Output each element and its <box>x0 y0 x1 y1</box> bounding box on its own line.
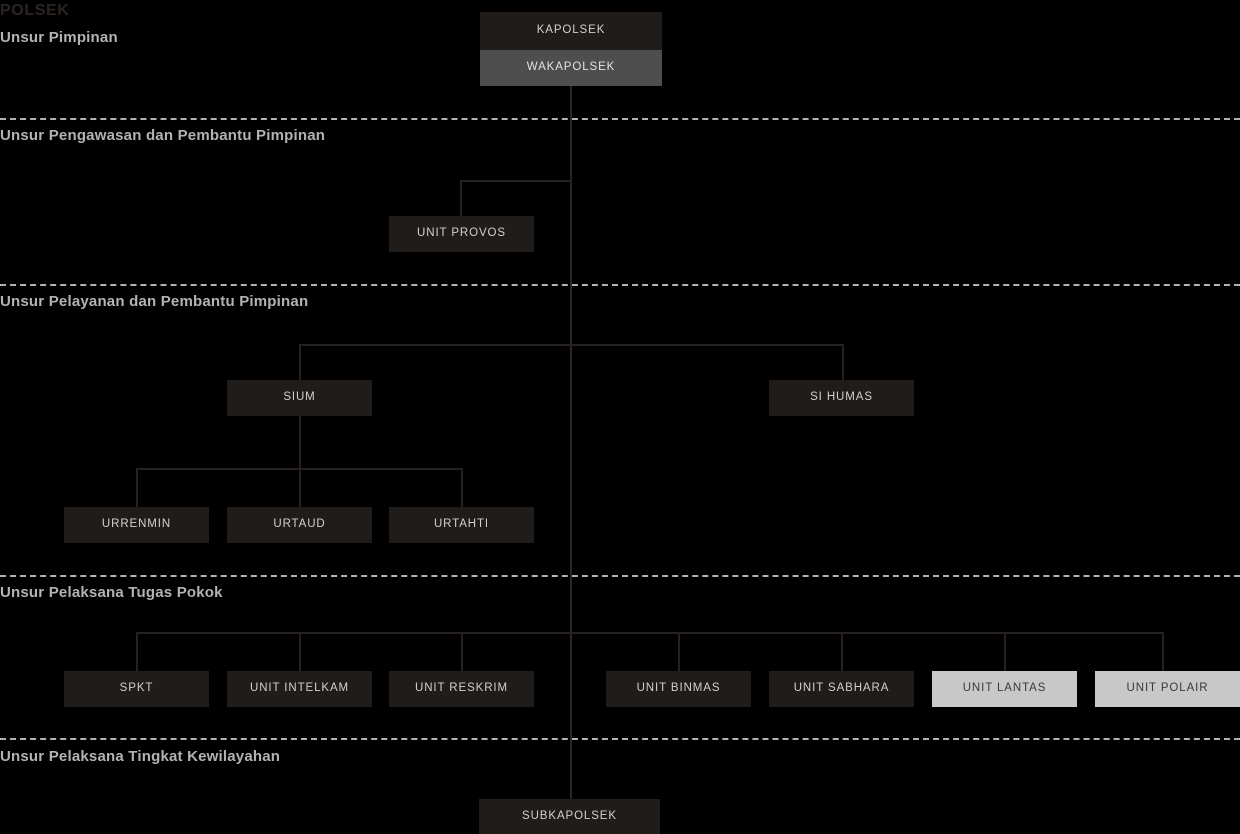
page-title: POLSEK <box>0 2 70 19</box>
connector-sihumas-drop <box>842 344 844 380</box>
connector-urtahti-drop <box>461 468 463 507</box>
connector-level3-horizontal <box>299 344 844 346</box>
connector-spkt-drop <box>136 632 138 671</box>
node-unit-intelkam[interactable]: UNIT INTELKAM <box>227 671 372 707</box>
node-kapolsek[interactable]: KAPOLSEK <box>480 12 662 50</box>
connector-provos-vertical <box>460 180 462 216</box>
connector-provos-horizontal <box>460 180 571 182</box>
node-unit-polair[interactable]: UNIT POLAIR <box>1095 671 1240 707</box>
divider-1 <box>0 118 1240 120</box>
node-urtahti[interactable]: URTAHTI <box>389 507 534 543</box>
node-unit-provos[interactable]: UNIT PROVOS <box>389 216 534 252</box>
node-unit-binmas[interactable]: UNIT BINMAS <box>606 671 751 707</box>
section-label-unsur-pimpinan: Unsur Pimpinan <box>0 29 118 46</box>
section-label-unsur-pengawasan: Unsur Pengawasan dan Pembantu Pimpinan <box>0 127 326 144</box>
section-label-unsur-pelaksana-tugas: Unsur Pelaksana Tugas Pokok <box>0 584 223 601</box>
connector-sium-stem <box>299 416 301 468</box>
node-wakapolsek[interactable]: WAKAPOLSEK <box>480 50 662 86</box>
connector-polair-drop <box>1162 632 1164 671</box>
connector-reskrim-drop <box>461 632 463 671</box>
node-unit-sabhara[interactable]: UNIT SABHARA <box>769 671 914 707</box>
connector-urrenmin-drop <box>136 468 138 507</box>
divider-3 <box>0 575 1240 577</box>
node-si-humas[interactable]: SI HUMAS <box>769 380 914 416</box>
connector-main-spine <box>570 86 572 799</box>
connector-sium-drop <box>299 344 301 380</box>
node-spkt[interactable]: SPKT <box>64 671 209 707</box>
divider-4 <box>0 738 1240 740</box>
node-unit-reskrim[interactable]: UNIT RESKRIM <box>389 671 534 707</box>
connector-urtaud-drop <box>299 468 301 507</box>
divider-2 <box>0 284 1240 286</box>
node-urrenmin[interactable]: URRENMIN <box>64 507 209 543</box>
connector-intelkam-drop <box>299 632 301 671</box>
node-sium[interactable]: SIUM <box>227 380 372 416</box>
section-label-unsur-kewilayahan: Unsur Pelaksana Tingkat Kewilayahan <box>0 748 281 765</box>
node-unit-lantas[interactable]: UNIT LANTAS <box>932 671 1077 707</box>
connector-lantas-drop <box>1004 632 1006 671</box>
section-label-unsur-pelayanan: Unsur Pelayanan dan Pembantu Pimpinan <box>0 293 309 310</box>
node-subkapolsek[interactable]: SUBKAPOLSEK <box>479 799 660 834</box>
connector-binmas-drop <box>678 632 680 671</box>
connector-level5-horizontal <box>136 632 1164 634</box>
node-urtaud[interactable]: URTAUD <box>227 507 372 543</box>
connector-sabhara-drop <box>841 632 843 671</box>
